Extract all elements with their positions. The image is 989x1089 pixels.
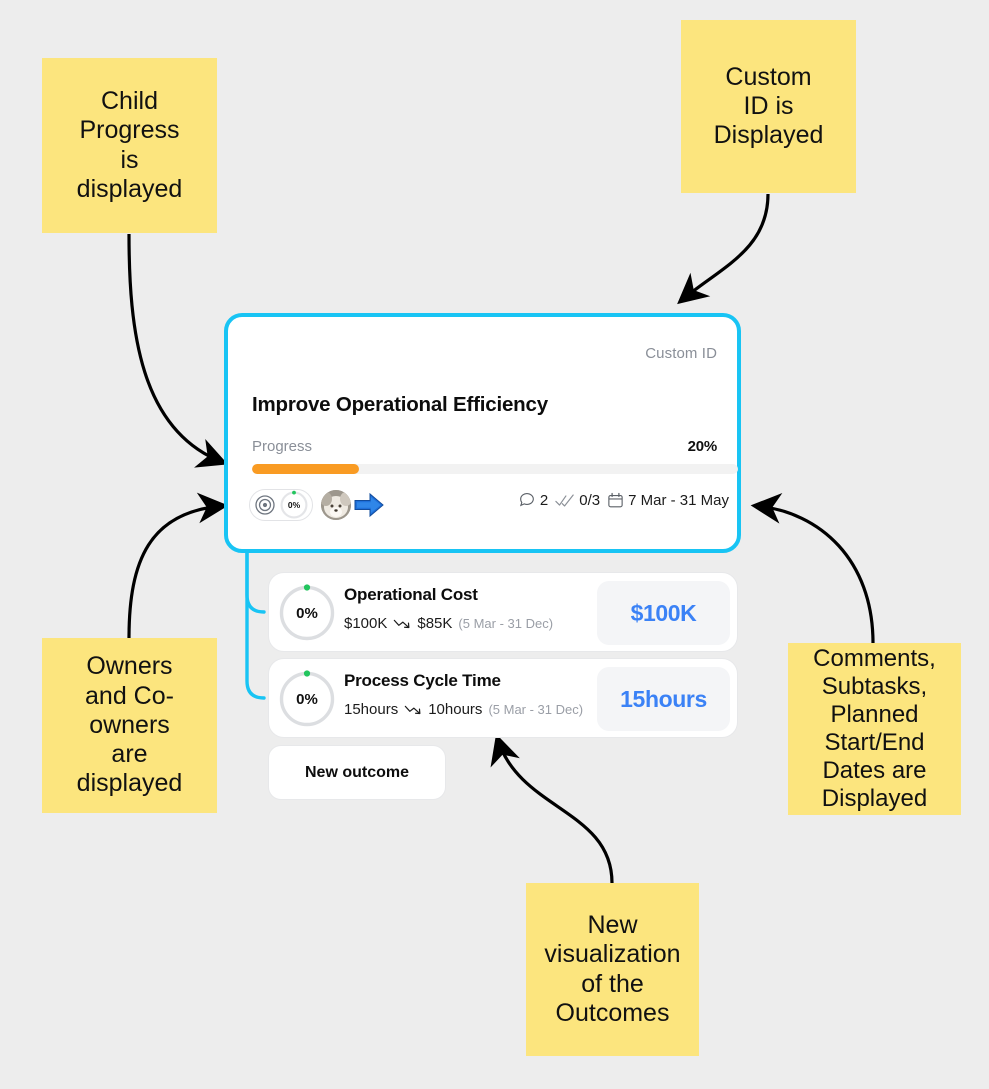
owners-group: 0%: [249, 489, 385, 521]
sticky-note-comments: Comments, Subtasks, Planned Start/End Da…: [788, 643, 961, 815]
outcome-start-value: 15hours: [344, 701, 399, 718]
dates-range: 7 Mar - 31 May: [628, 491, 729, 509]
outcome-card[interactable]: 0% Process Cycle Time 15hours 10hours (5…: [268, 658, 738, 738]
subtasks-count: 0/3: [579, 491, 601, 509]
outcome-dates: (5 Mar - 31 Dec): [458, 616, 554, 631]
outcome-card[interactable]: 0% Operational Cost $100K $85K (5 Mar - …: [268, 572, 738, 652]
sticky-note-custom-id: Custom ID is Displayed: [681, 20, 856, 193]
sticky-note-owners: Owners and Co- owners are displayed: [42, 638, 217, 813]
progress-value: 20%: [687, 438, 718, 455]
trend-down-arrow-icon: [404, 703, 422, 716]
arrow-child-progress: [127, 233, 228, 468]
custom-id-label: Custom ID: [645, 345, 717, 362]
comments-stat[interactable]: 2: [518, 491, 548, 509]
goal-meta-stats: 2 0/3: [518, 491, 729, 509]
goal-card[interactable]: Custom ID Improve Operational Efficiency…: [224, 313, 741, 553]
goal-meta-row: 0%: [249, 489, 729, 525]
comments-count: 2: [539, 491, 549, 509]
outcome-progress-value: 0%: [296, 604, 318, 622]
outcome-dates: (5 Mar - 31 Dec): [488, 702, 584, 717]
comment-icon: [518, 491, 536, 509]
outcome-value-badge[interactable]: $100K: [597, 581, 730, 645]
progress-label: Progress: [252, 438, 313, 455]
blue-arrow-avatar-icon[interactable]: [353, 490, 385, 520]
progress-row: Progress 20%: [252, 438, 717, 455]
child-progress-value: 0%: [287, 500, 301, 510]
progress-bar-fill: [252, 464, 359, 474]
dates-stat[interactable]: 7 Mar - 31 May: [607, 492, 729, 509]
outcome-name: Operational Cost: [344, 585, 478, 604]
calendar-icon: [607, 492, 624, 509]
arrow-custom-id: [677, 193, 770, 305]
arrow-new-visualization: [490, 733, 614, 884]
outcome-target-value: 10hours: [428, 701, 483, 718]
outcome-start-value: $100K: [344, 615, 388, 632]
sticky-note-new-visualization: New visualization of the Outcomes: [526, 883, 699, 1056]
avatar[interactable]: [321, 490, 351, 520]
outcome-value-badge[interactable]: 15hours: [597, 667, 730, 731]
branch-connector-outcome-1: [245, 551, 266, 700]
arrow-comments: [750, 493, 875, 644]
outcome-values: $100K $85K (5 Mar - 31 Dec): [344, 615, 553, 632]
outcome-values: 15hours 10hours (5 Mar - 31 Dec): [344, 701, 583, 718]
child-progress-pill[interactable]: 0%: [249, 489, 313, 521]
progress-bar-track: [252, 464, 738, 474]
child-progress-ring: 0%: [279, 490, 309, 520]
outcome-name: Process Cycle Time: [344, 671, 501, 690]
subtasks-stat[interactable]: 0/3: [555, 492, 600, 509]
outcome-progress-value: 0%: [296, 690, 318, 708]
arrow-owners: [127, 492, 229, 639]
new-outcome-button[interactable]: New outcome: [268, 745, 446, 800]
outcome-progress-ring: 0%: [276, 582, 338, 644]
outcome-target-value: $85K: [417, 615, 453, 632]
sticky-note-child-progress: Child Progress is displayed: [42, 58, 217, 233]
branch-connector-outcome-0: [245, 551, 266, 614]
goal-title: Improve Operational Efficiency: [252, 393, 548, 416]
trend-down-arrow-icon: [393, 617, 411, 630]
outcome-progress-ring: 0%: [276, 668, 338, 730]
target-icon: [253, 493, 277, 517]
double-check-icon: [555, 492, 575, 509]
